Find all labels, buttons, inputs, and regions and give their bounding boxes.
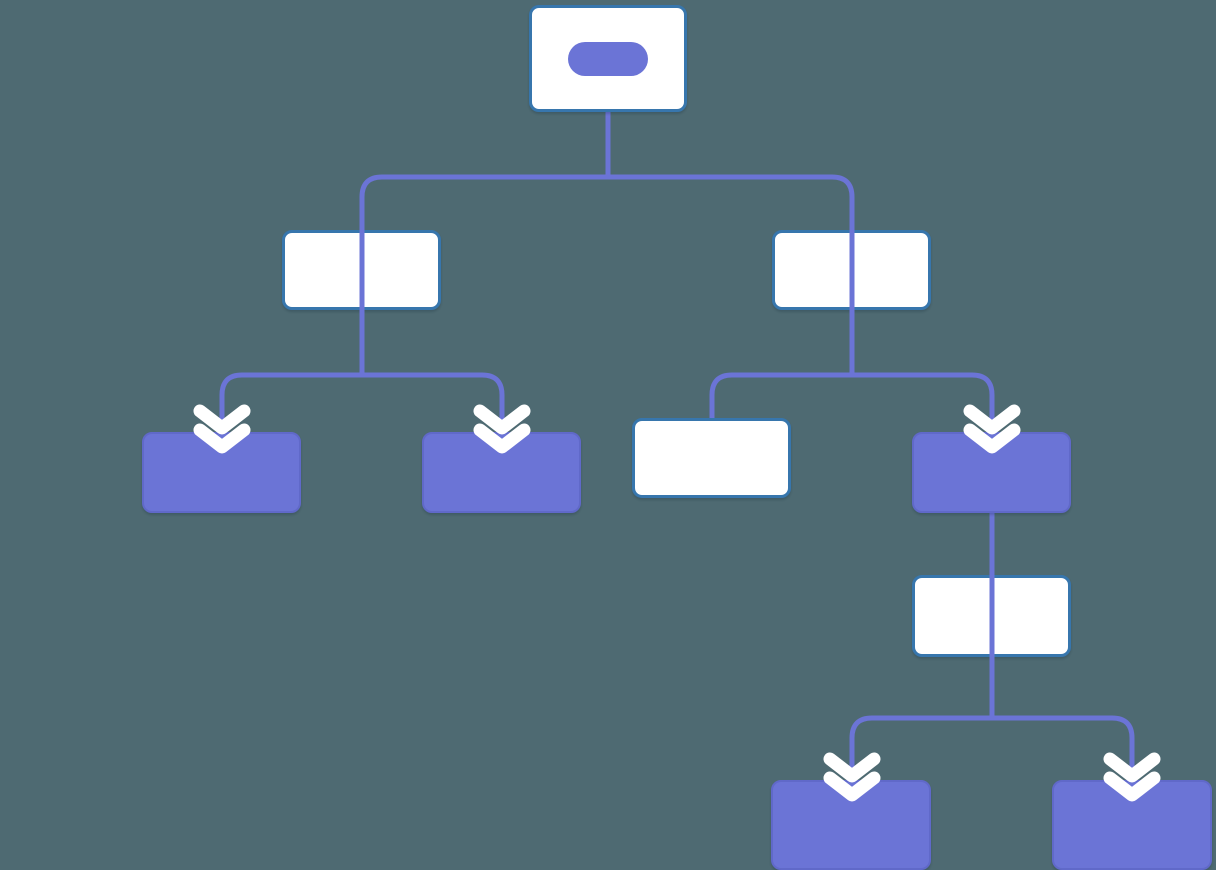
plain-node-c[interactable] [632,418,791,498]
arrowhead-leaf-f-chevron-1 [1103,752,1161,783]
leaf-node-f[interactable] [1052,780,1212,870]
edge-branch-left-to-leaf-a [219,372,362,440]
arrowhead-leaf-b-chevron-1 [473,404,531,435]
edge-branch-right-to-branch-d [852,372,995,440]
arrowhead-branch-d-chevron-1 [963,404,1021,435]
edge-branch-left-to-leaf-b [362,372,505,440]
leaf-node-e[interactable] [771,780,931,870]
edge-sub-to-leaf-e [849,715,992,788]
edge-sub-to-leaf-f [992,715,1135,788]
node-content-pill [568,42,648,76]
branch-node-d[interactable] [912,432,1071,513]
arrowhead-leaf-a-chevron-1 [193,404,251,435]
root-node[interactable] [529,5,687,112]
arrowhead-leaf-e-chevron-1 [823,752,881,783]
branch-node-left[interactable] [282,230,441,310]
leaf-node-a[interactable] [142,432,301,513]
edge-branch-right-to-plain-c [709,372,852,424]
branch-node-right[interactable] [772,230,931,310]
sub-branch-node[interactable] [912,575,1071,657]
leaf-node-b[interactable] [422,432,581,513]
